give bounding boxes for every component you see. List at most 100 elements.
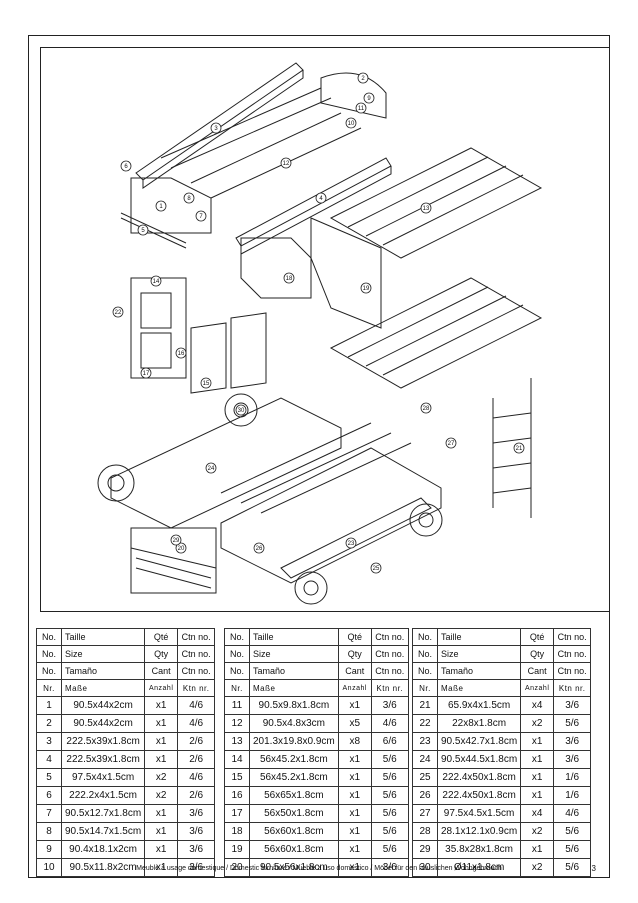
- header-qty: Qty: [520, 645, 555, 663]
- part-no: 17: [224, 804, 250, 823]
- part-no: 21: [412, 696, 438, 715]
- part-no: 4: [36, 750, 62, 769]
- part-ctn: 5/6: [370, 786, 409, 805]
- page-footer: Meuble à usage domestique / Domestic fur…: [28, 860, 610, 878]
- header-ctn: Ctn no.: [370, 628, 409, 646]
- callout-label: 6: [124, 164, 128, 170]
- part-ctn: 5/6: [370, 750, 409, 769]
- header-size: Taille: [249, 628, 339, 646]
- part-qty: x1: [337, 750, 372, 769]
- part-qty: x1: [520, 732, 555, 751]
- part-no: 11: [224, 696, 250, 715]
- header-no: Nr.: [36, 679, 62, 697]
- part-callout-6: [120, 160, 132, 172]
- part-size: 90.5x11.8x2cm: [60, 858, 146, 877]
- part-qty: x4: [520, 696, 555, 715]
- part-qty: x1: [144, 840, 179, 859]
- part-callout-15: [200, 377, 212, 389]
- callout-label: 3: [214, 126, 218, 132]
- header-ctn: Ctn no.: [177, 628, 216, 646]
- part-no: 9: [36, 840, 62, 859]
- part-callout-17: [140, 367, 152, 379]
- part-no: 16: [224, 786, 250, 805]
- part-ctn: 4/6: [553, 804, 592, 823]
- part-ctn: 5/6: [370, 768, 409, 787]
- header-qty: Cant: [144, 662, 179, 680]
- part-no: 18: [224, 822, 250, 841]
- part-callout-4: [315, 192, 327, 204]
- part-qty: x1: [337, 804, 372, 823]
- callout-label: 14: [153, 279, 160, 285]
- part-size: 222.4x50x1.8cm: [436, 768, 522, 787]
- part-ctn: 3/6: [553, 732, 592, 751]
- part-callout-25: [370, 562, 382, 574]
- header-qty: Qty: [144, 645, 179, 663]
- part-qty: x1: [520, 840, 555, 859]
- part-ctn: 5/6: [553, 858, 592, 877]
- header-size: Tamaño: [249, 662, 339, 680]
- part-qty: x1: [337, 768, 372, 787]
- part-ctn: 5/6: [370, 804, 409, 823]
- part-no: 2: [36, 714, 62, 733]
- header-ctn: Ktn nr.: [553, 679, 592, 697]
- header-qty: Anzahl: [520, 679, 555, 697]
- part-ctn: 5/6: [553, 714, 592, 733]
- part-no: 7: [36, 804, 62, 823]
- header-size: Tamaño: [436, 662, 522, 680]
- header-no: Nr.: [224, 679, 250, 697]
- part-size: 222.2x4x1.5cm: [60, 786, 146, 805]
- part-size: 56x65x1.8cm: [249, 786, 339, 805]
- header-size: Tamaño: [60, 662, 146, 680]
- part-ctn: 6/6: [370, 732, 409, 751]
- part-ctn: 3/6: [177, 804, 216, 823]
- part-callout-12: [280, 157, 292, 169]
- callout-label: 13: [423, 206, 430, 212]
- part-size: 222.5x39x1.8cm: [60, 732, 146, 751]
- part-size: 90.5x44x2cm: [60, 714, 146, 733]
- part-callout-7: [195, 210, 207, 222]
- callout-label: 15: [203, 381, 210, 387]
- callout-label: 30: [238, 408, 245, 414]
- part-qty: x1: [144, 732, 179, 751]
- header-qty: Cant: [337, 662, 372, 680]
- header-no: Nr.: [412, 679, 438, 697]
- part-qty: x8: [337, 732, 372, 751]
- callout-label: 22: [115, 310, 122, 316]
- part-callout-27: [445, 437, 457, 449]
- part-callout-19: [360, 282, 372, 294]
- part-ctn: 3/6: [553, 696, 592, 715]
- part-qty: x1: [337, 786, 372, 805]
- part-size: 65.9x4x1.5cm: [436, 696, 522, 715]
- part-ctn: 5/6: [370, 840, 409, 859]
- part-callout-14: [150, 275, 162, 287]
- header-size: Size: [436, 645, 522, 663]
- part-no: 6: [36, 786, 62, 805]
- part-qty: x1: [337, 822, 372, 841]
- part-ctn: 2/6: [177, 732, 216, 751]
- part-no: 14: [224, 750, 250, 769]
- part-no: 28: [412, 822, 438, 841]
- header-ctn: Ctn no.: [553, 662, 592, 680]
- header-qty: Qté: [144, 628, 179, 646]
